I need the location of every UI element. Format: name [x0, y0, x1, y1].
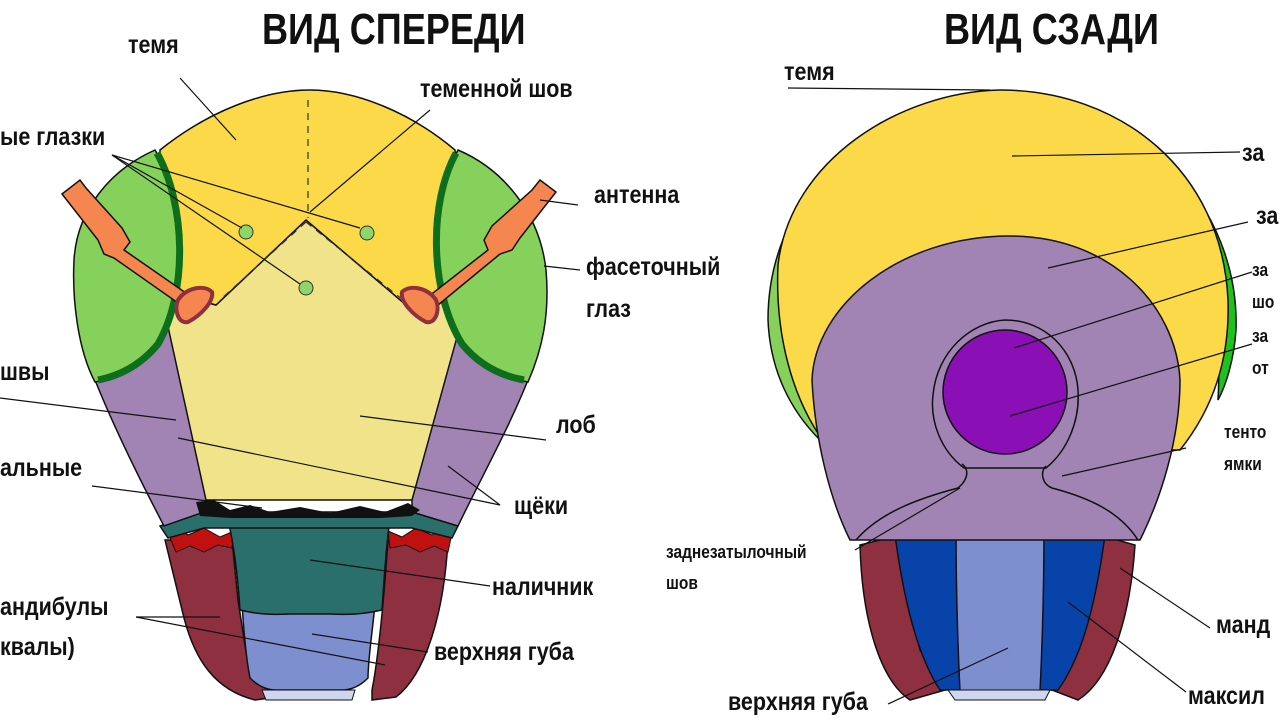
label-front-ocelli: ые глазки [0, 123, 106, 151]
leader-ocelli-c [111, 154, 301, 285]
back-view [767, 89, 1237, 701]
leader-cheeks-right [447, 465, 501, 506]
label-back-occipital-suture-2: шо [1252, 292, 1275, 312]
label-back-occiput: за [1242, 139, 1265, 167]
leader-labrum [311, 633, 429, 653]
front-vertex [159, 89, 471, 311]
leader-compound-eye [543, 265, 581, 271]
back-leader-lines [787, 87, 1253, 705]
leader-frontal [91, 485, 263, 509]
leader-sutures [0, 397, 177, 421]
leader-back-mandible [1119, 567, 1211, 629]
back-view-title: ВИД СЗАДИ [944, 5, 1159, 54]
leader-ocelli-a [111, 154, 361, 229]
front-frontoclypeal-suture [196, 500, 420, 518]
leader-back-postoccipital [854, 487, 961, 551]
leader-back-tentorial [1061, 447, 1187, 477]
label-front-labrum: верхняя губа [434, 638, 574, 666]
label-back-tentorial-2: ямки [1224, 454, 1262, 474]
label-front-epicranial-suture: теменной шов [420, 75, 573, 103]
label-front-mandibles-1: андибулы [0, 593, 109, 621]
label-front-frons: лоб [556, 411, 596, 439]
back-labrum-tip [947, 689, 1051, 701]
front-left-antenna [60, 178, 198, 312]
label-front-compound-eye-2: глаз [586, 295, 631, 323]
leader-back-foramen [1009, 343, 1253, 417]
front-right-antenna-socket [399, 285, 440, 325]
front-ocellus-right [359, 225, 375, 241]
front-ocellus-left [238, 224, 254, 240]
label-back-maxilla: максил [1188, 682, 1265, 710]
leader-back-occipital-suture [1013, 271, 1253, 349]
leader-back-maxilla [1067, 601, 1187, 693]
front-leader-lines [0, 77, 581, 666]
back-occipital-foramen [942, 329, 1068, 455]
label-front-sutures: швы [0, 358, 50, 386]
leader-back-vertex [787, 87, 991, 91]
label-front-frontal: альные [0, 454, 83, 482]
label-back-postoccipital-1: заднезатылочный [666, 542, 807, 562]
label-back-foramen-1: за [1252, 326, 1269, 346]
label-front-compound-eye-1: фасеточный [586, 253, 721, 281]
front-ocellus-middle [298, 280, 314, 296]
front-epicranial-suture [219, 100, 409, 305]
label-front-antenna: антенна [594, 181, 680, 209]
back-labrum [955, 527, 1045, 693]
back-postoccipital-suture [855, 463, 1139, 541]
label-back-vertex: темя [784, 58, 835, 86]
label-back-labrum: верхняя губа [728, 688, 868, 716]
label-front-vertex: темя [128, 31, 179, 59]
front-view [60, 89, 558, 701]
leader-epicranial-suture [309, 109, 431, 213]
label-front-mandibles-2: квалы) [0, 633, 75, 661]
label-back-occipital-suture-1: за [1252, 260, 1269, 280]
leader-frons [359, 415, 547, 441]
leader-ocelli-b [111, 154, 243, 229]
label-back-foramen-2: от [1252, 358, 1269, 378]
label-back-postgena: за [1256, 202, 1279, 230]
front-clypeus [227, 519, 391, 616]
front-labrum [241, 603, 376, 691]
label-back-mandible: манд [1216, 611, 1271, 639]
leader-back-occiput [1011, 151, 1241, 157]
label-front-cheeks: щёки [514, 492, 569, 520]
leader-mandible-b [135, 616, 386, 666]
leader-antenna [539, 199, 579, 206]
front-right-eye-rim [432, 151, 525, 384]
leader-vertex [179, 77, 237, 141]
label-back-postoccipital-2: шов [666, 573, 698, 593]
front-left-antenna-socket [174, 285, 215, 325]
leader-back-postgena [1047, 221, 1249, 269]
front-view-title: ВИД СПЕРЕДИ [262, 5, 526, 54]
leader-clypeus [309, 559, 491, 587]
label-front-clypeus: наличник [492, 573, 594, 601]
leader-cheeks-left [177, 437, 501, 506]
leader-back-labrum [887, 647, 1009, 705]
front-labrum-tip [261, 689, 356, 701]
label-back-tentorial-1: тенто [1224, 422, 1267, 442]
